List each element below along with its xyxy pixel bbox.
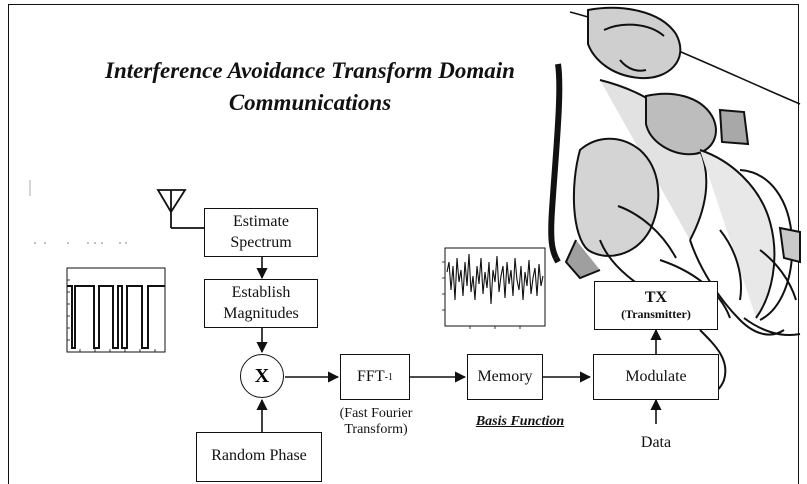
slide-title-line1: Interference Avoidance Transform Domain	[105, 58, 515, 83]
memory-label: Memory	[477, 367, 533, 385]
basis-function-plot	[442, 247, 546, 329]
establish-magnitudes-block: Establish Magnitudes	[204, 279, 318, 328]
establish-magnitudes-line1: Establish	[231, 283, 291, 301]
fft-block: FFT-1	[340, 354, 410, 400]
basis-function-label: Basis Function	[475, 414, 565, 429]
scan-specks	[29, 180, 127, 244]
fft-caption-line2: Transform)	[344, 422, 408, 438]
establish-magnitudes-line2: Magnitudes	[223, 304, 299, 322]
soldiers-illustration	[548, 6, 801, 397]
modulate-block: Modulate	[593, 354, 719, 400]
estimate-spectrum-line2: Spectrum	[230, 233, 292, 251]
data-input-label: Data	[640, 434, 672, 451]
transmitter-label: (Transmitter)	[621, 306, 691, 321]
antenna-icon	[156, 189, 204, 229]
fft-caption: (Fast Fourier Transform)	[330, 406, 422, 438]
modulate-label: Modulate	[625, 367, 687, 385]
multiplier-node: X	[240, 354, 284, 398]
slide-title-line2: Communications	[228, 90, 392, 115]
fft-superscript: -1	[384, 371, 393, 383]
transmitter-block: TX (Transmitter)	[594, 281, 718, 330]
fft-label: FFT	[357, 367, 385, 385]
fft-caption-line1: (Fast Fourier	[339, 406, 413, 421]
tx-label: TX	[644, 289, 668, 307]
spectrum-plot	[66, 267, 166, 353]
estimate-spectrum-line1: Estimate	[233, 212, 289, 230]
memory-block: Memory	[467, 354, 543, 400]
multiply-symbol: X	[254, 364, 270, 387]
random-phase-label: Random Phase	[211, 447, 307, 464]
estimate-spectrum-block: Estimate Spectrum	[204, 208, 318, 257]
random-phase-block: Random Phase	[196, 432, 322, 482]
